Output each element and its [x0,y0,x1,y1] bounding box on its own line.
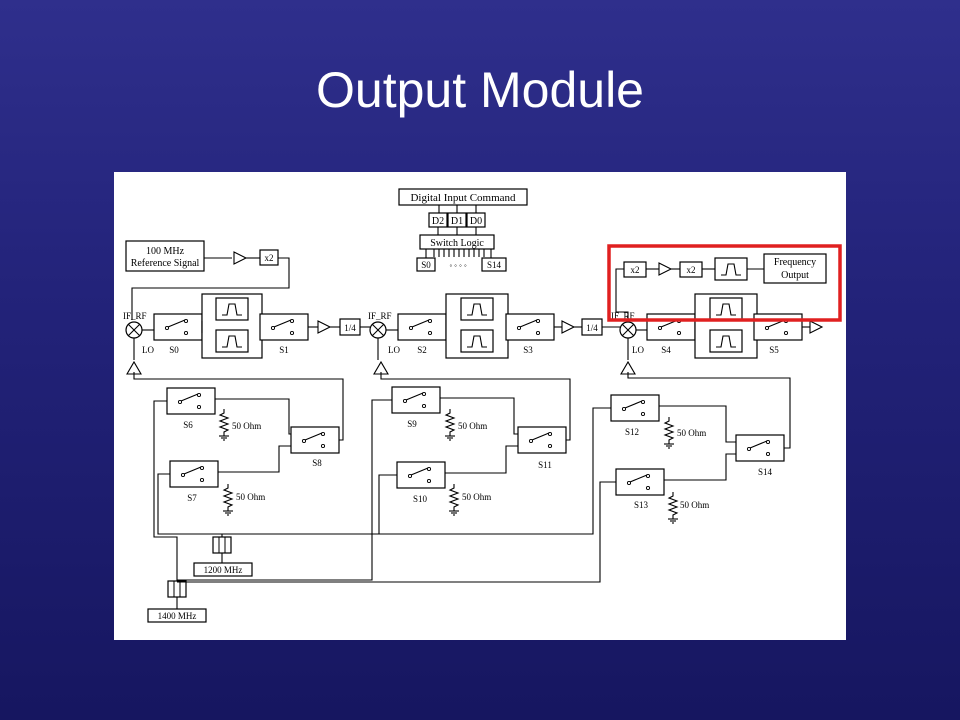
bandpass-filter-icon [709,297,743,321]
divider-2-label: 1/4 [586,323,598,333]
frequency-output-box [763,253,827,284]
amplifier-1-icon [317,320,331,334]
switch-s12-icon [610,394,660,422]
mixer-3-lo-label: LO [632,345,644,355]
mixer-1-lo-label: LO [142,345,154,355]
termination-s9-label: 50 Ohm [458,421,487,431]
switch-s7-label: S7 [187,493,197,503]
switch-s0-icon [153,313,203,341]
termination-s10-label: 50 Ohm [462,492,491,502]
bandpass-filter-icon [460,297,494,321]
termination-resistor-icon [444,408,456,441]
switch-s7-icon [169,460,219,488]
divider-1-label: 1/4 [344,323,356,333]
reference-signal-label: Reference Signal [131,258,200,269]
mixer-3-if-rf-label: IF_RF [611,311,635,321]
bandpass-filter-icon [460,329,494,353]
termination-s12-label: 50 Ohm [677,428,706,438]
switch-s9-icon [391,386,441,414]
digital-input-box [398,188,528,206]
switch-s14-label: S14 [758,467,773,477]
switch-s3-label: S3 [523,345,533,355]
termination-resistor-icon [222,483,234,516]
bandpass-filter-icon [709,329,743,353]
slide-title: Output Module [316,62,644,118]
switch-s2-label: S2 [417,345,427,355]
highlight-box [607,244,842,322]
output-module-diagram: Digital Input Command D2 D1 D0 Switch Lo… [114,172,846,640]
source-1200-box [193,562,253,577]
switch-s5-icon [753,313,803,341]
termination-resistor-icon [448,483,460,516]
switch-s6-label: S6 [183,420,193,430]
termination-resistor-icon [218,408,230,441]
frequency-output-line2: Output [781,270,809,281]
switch-s8-label: S8 [312,458,322,468]
frequency-output-line1: Frequency [774,257,816,268]
switch-s1-label: S1 [279,345,289,355]
switch-s11-label: S11 [538,460,552,470]
out-doubler-1-label: x2 [631,265,640,275]
switch-s10-icon [396,461,446,489]
termination-s7-label: 50 Ohm [236,492,265,502]
ref-doubler-label: x2 [265,253,274,263]
switch-s1-icon [259,313,309,341]
s0-out-box [416,257,436,272]
oscillator-1200-icon [212,536,232,554]
s-range-dots: ◦ ◦ ◦ ◦ [449,261,467,270]
source-1200-label: 1200 MHz [204,565,243,575]
amplifier-2-icon [561,320,575,334]
termination-s13-label: 50 Ohm [680,500,709,510]
switch-s8-icon [290,426,340,454]
switch-s13-icon [615,468,665,496]
switch-logic-box [419,234,495,250]
s0-out-label: S0 [421,260,431,270]
out-doubler-2-label: x2 [687,265,696,275]
out-bandpass-filter-icon [714,257,748,281]
output-amplifier-icon [809,320,823,334]
switch-s12-label: S12 [625,427,639,437]
switch-s2-icon [397,313,447,341]
switch-s10-label: S10 [413,494,428,504]
switch-s11-icon [517,426,567,454]
reference-amplifier-icon [233,251,247,265]
switch-s5-label: S5 [769,345,779,355]
switch-s0-label: S0 [169,345,179,355]
termination-resistor-icon [667,491,679,524]
s14-out-label: S14 [487,260,502,270]
oscillator-1400-icon [167,580,187,598]
switch-s4-label: S4 [661,345,671,355]
mixer-3-icon [619,321,637,339]
digital-input-label: Digital Input Command [410,192,516,204]
source-1400-box [147,608,207,623]
mixer-2-lo-label: LO [388,345,400,355]
bit-d1-label: D1 [451,216,463,227]
switch-s14-icon [735,434,785,462]
switch-s4-icon [646,313,696,341]
switch-s6-icon [166,387,216,415]
mixer-1-icon [125,321,143,339]
switch-s13-label: S13 [634,500,649,510]
switch-logic-output-bus [425,249,492,258]
source-1400-label: 1400 MHz [158,611,197,621]
switch-s9-label: S9 [407,419,417,429]
reference-freq-label: 100 MHz [146,246,185,257]
reference-signal-box [125,240,205,272]
mixer-2-if-rf-label: IF_RF [368,311,392,321]
termination-s6-label: 50 Ohm [232,421,261,431]
bit-d2-label: D2 [432,216,444,227]
bandpass-filter-icon [215,329,249,353]
termination-resistor-icon [663,416,675,449]
mixer-1-if-rf-label: IF_RF [123,311,147,321]
mixer-2-icon [369,321,387,339]
bandpass-filter-icon [215,297,249,321]
switch-s3-icon [505,313,555,341]
bit-d0-label: D0 [470,216,482,227]
switch-logic-label: Switch Logic [430,238,484,249]
block-diagram-svg: Digital Input Command D2 D1 D0 Switch Lo… [123,188,842,623]
s14-out-box [481,257,507,272]
out-chain-amplifier-icon [658,262,672,276]
